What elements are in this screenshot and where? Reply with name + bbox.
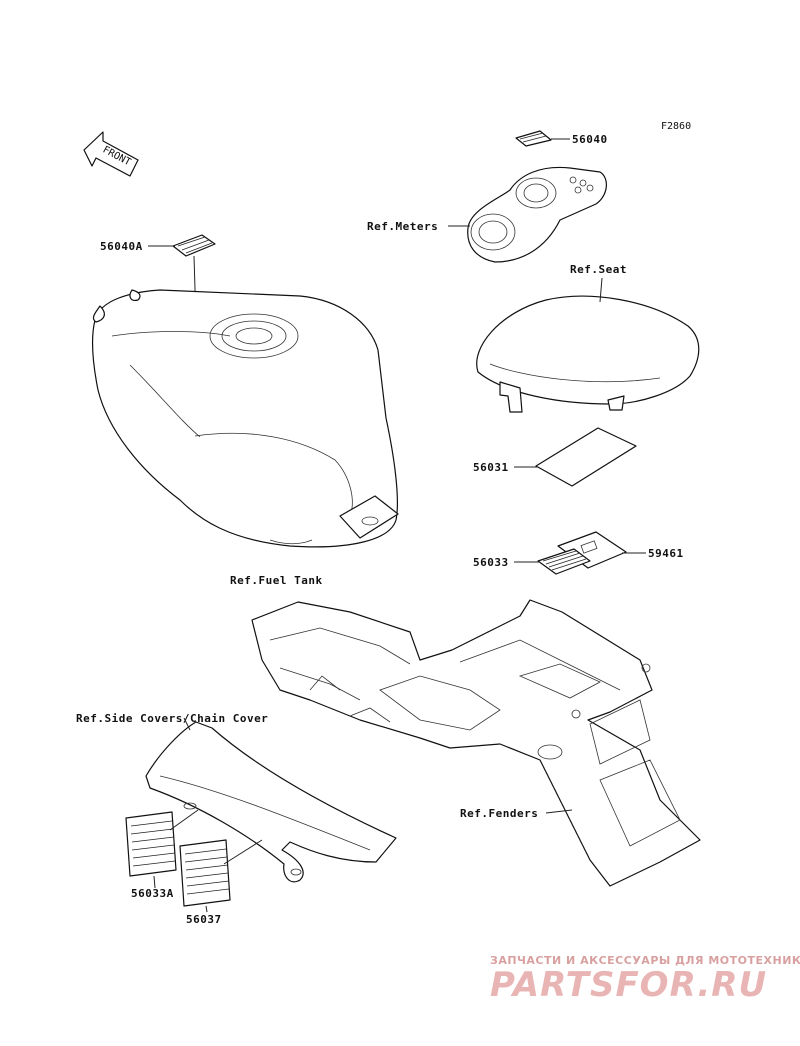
label-ref-side-covers: Ref.Side Covers/Chain Cover bbox=[76, 712, 268, 725]
label-56040a: 56040A bbox=[100, 240, 143, 253]
figure-code: F2860 bbox=[661, 121, 691, 132]
meter-cluster-icon bbox=[467, 166, 607, 263]
seat-icon bbox=[476, 295, 700, 413]
label-56037: 56037 bbox=[186, 913, 222, 926]
label-56033: 56033 bbox=[473, 556, 509, 569]
fuel-tank-icon bbox=[92, 289, 399, 548]
decal-56033-icon bbox=[537, 548, 591, 575]
label-56031: 56031 bbox=[473, 461, 509, 474]
decal-56040-icon bbox=[515, 130, 552, 147]
decal-56037-icon bbox=[179, 839, 231, 907]
watermark-tagline: ЗАПЧАСТИ И АКСЕССУАРЫ ДЛЯ МОТОТЕХНИКИ bbox=[490, 954, 800, 967]
watermark-logo: PARTSFOR.RU bbox=[490, 965, 767, 1005]
chain-cover-icon bbox=[145, 721, 397, 883]
decal-56040a-icon bbox=[172, 234, 216, 257]
label-ref-meters: Ref.Meters bbox=[367, 220, 438, 233]
decal-56031-icon bbox=[535, 427, 637, 487]
decal-56033a-icon bbox=[125, 811, 177, 877]
label-59461: 59461 bbox=[648, 547, 684, 560]
label-56040: 56040 bbox=[572, 133, 608, 146]
label-ref-fuel-tank: Ref.Fuel Tank bbox=[230, 574, 323, 587]
front-arrow-icon: FRONT bbox=[83, 131, 139, 177]
label-56033a: 56033A bbox=[131, 887, 174, 900]
rear-fender-icon bbox=[251, 599, 701, 887]
label-ref-seat: Ref.Seat bbox=[570, 263, 627, 276]
label-ref-fenders: Ref.Fenders bbox=[460, 807, 538, 820]
